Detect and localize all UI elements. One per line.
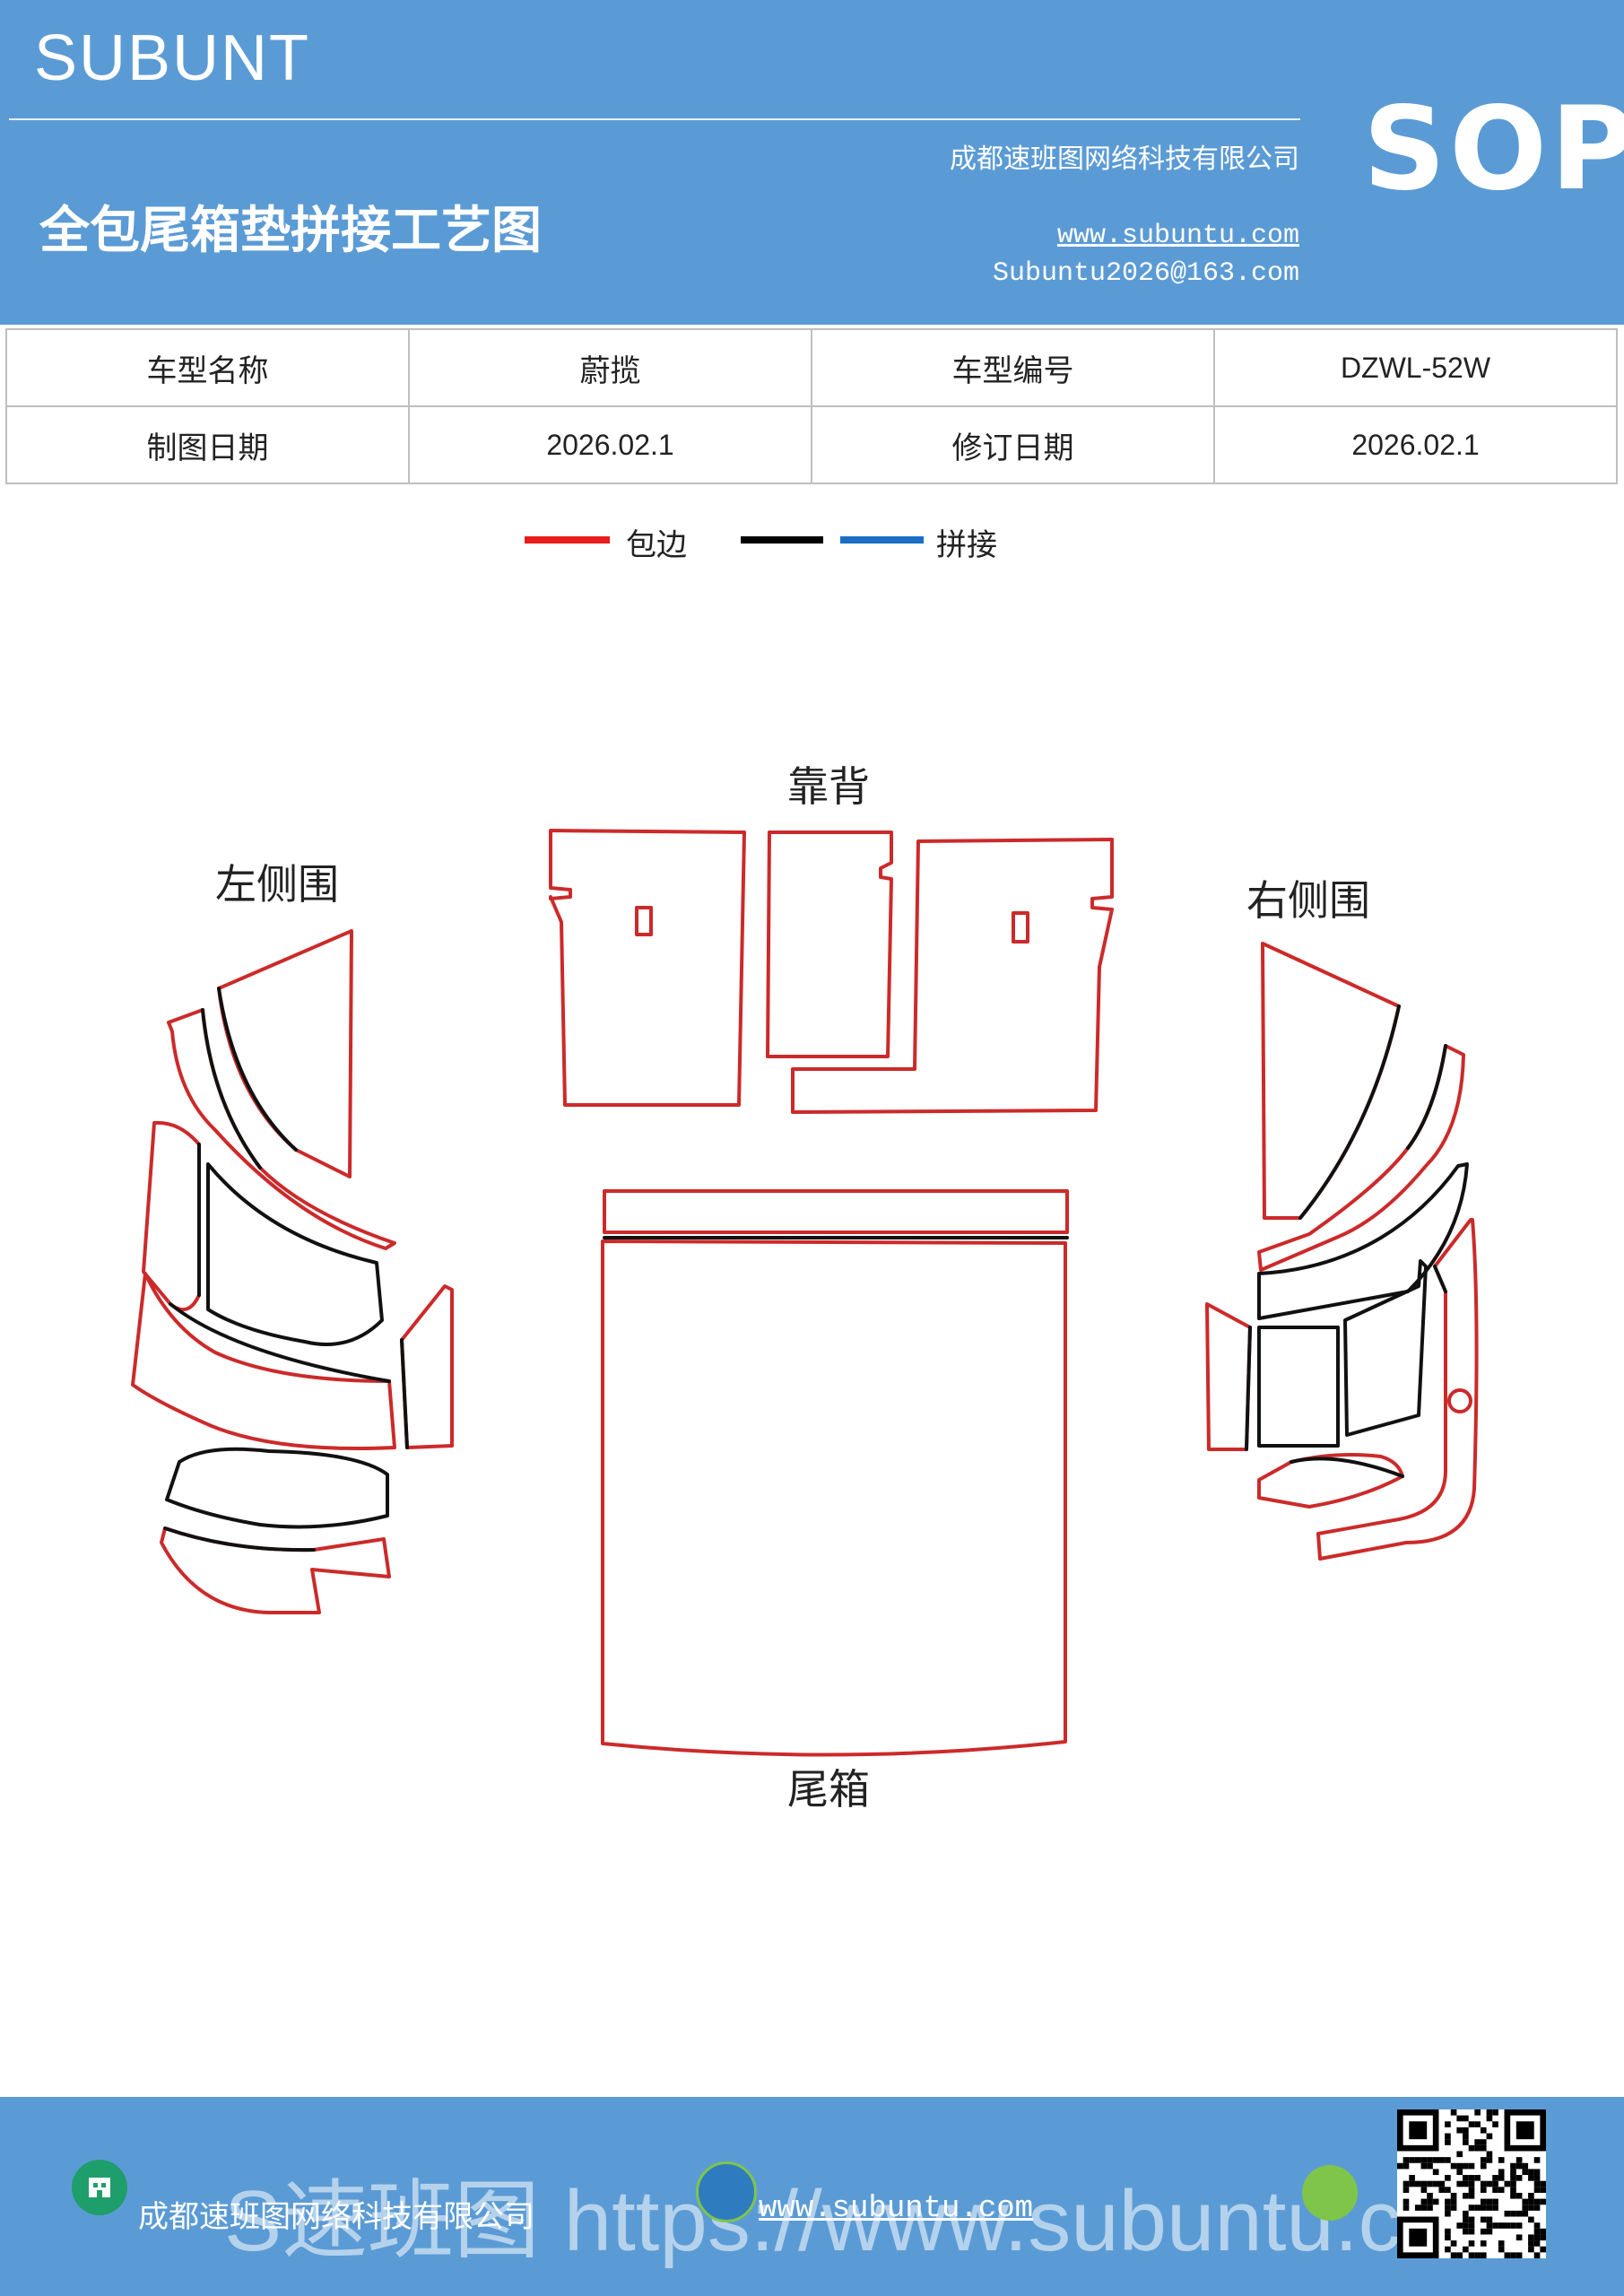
left-side-foot-panel bbox=[160, 1526, 391, 1614]
right-side-tall-panel bbox=[1257, 1044, 1465, 1272]
right-side-seam bbox=[1433, 1265, 1447, 1293]
right-side-center-panel bbox=[1257, 1326, 1340, 1448]
mat-layout-diagram: 靠背 左侧围 右侧围 尾箱 bbox=[131, 762, 1479, 1813]
left-side-seam bbox=[163, 1526, 316, 1552]
draw-date-label: 制图日期 bbox=[5, 405, 410, 484]
building-icon bbox=[72, 2160, 127, 2215]
right-side-hole bbox=[1447, 1388, 1472, 1413]
left-side-seam bbox=[217, 987, 298, 1152]
model-name-value: 蔚揽 bbox=[408, 328, 812, 407]
right-side-arch-panel bbox=[1257, 1162, 1469, 1320]
left-side-center-panel bbox=[206, 1162, 384, 1346]
backrest-right-slot bbox=[1012, 911, 1029, 944]
model-code-value: DZWL-52W bbox=[1213, 328, 1618, 407]
draw-date-value: 2026.02.1 bbox=[408, 405, 812, 484]
left-side-label: 左侧围 bbox=[215, 860, 339, 909]
left-side-seam bbox=[400, 1338, 409, 1449]
splice-legend-swatch bbox=[840, 536, 924, 544]
left-side-lower-panel bbox=[131, 1272, 396, 1450]
header-divider bbox=[9, 118, 1300, 120]
document-title: 全包尾箱垫拼接工艺图 bbox=[39, 202, 542, 260]
right-side-seam bbox=[1290, 1457, 1404, 1478]
wechat-icon bbox=[1302, 2165, 1358, 2221]
header-email: Subuntu2026@163.com bbox=[992, 258, 1299, 289]
qr-code bbox=[1397, 2109, 1546, 2258]
footer-company-name: 成都速班图网络科技有限公司 bbox=[138, 2199, 534, 2235]
model-name-label: 车型名称 bbox=[5, 328, 410, 407]
left-side-mid-panel bbox=[142, 1120, 201, 1312]
table-row: 制图日期 2026.02.1 修订日期 2026.02.1 bbox=[5, 405, 1618, 484]
left-side-narrow-panel bbox=[400, 1284, 454, 1449]
splice-legend-label: 拼接 bbox=[936, 527, 997, 563]
model-code-label: 车型编号 bbox=[811, 328, 1215, 407]
globe-icon bbox=[696, 2161, 757, 2222]
right-side-label: 右侧围 bbox=[1246, 876, 1370, 925]
legend: 包边 拼接 bbox=[0, 520, 1624, 574]
footer-website-link[interactable]: www.subuntu.com bbox=[759, 2192, 1034, 2226]
edge-legend-label: 包边 bbox=[626, 527, 687, 563]
right-side-seam bbox=[1298, 1004, 1401, 1220]
left-side-seam bbox=[201, 1008, 262, 1170]
backrest-left-slot bbox=[635, 906, 653, 936]
right-side-left-column bbox=[1205, 1302, 1252, 1451]
backrest-left-panel bbox=[549, 829, 746, 1107]
table-row: 车型名称 蔚揽 车型编号 DZWL-52W bbox=[5, 328, 1618, 407]
backrest-center-panel bbox=[766, 831, 893, 1058]
revise-date-label: 修订日期 bbox=[811, 405, 1215, 484]
right-side-right-column bbox=[1343, 1259, 1428, 1437]
header-banner: SUBUNT 全包尾箱垫拼接工艺图 成都速班图网络科技有限公司 www.subu… bbox=[0, 0, 1624, 325]
right-side-seam bbox=[1245, 1326, 1252, 1451]
trunk-label: 尾箱 bbox=[787, 1765, 870, 1813]
header-company-name: 成都速班图网络科技有限公司 bbox=[950, 144, 1299, 175]
edge-legend-swatch bbox=[525, 536, 610, 544]
sop-badge: SOP bbox=[1363, 83, 1624, 216]
black-legend-swatch bbox=[741, 536, 823, 544]
left-side-seam bbox=[169, 1302, 391, 1383]
trunk-top-strip bbox=[603, 1189, 1069, 1234]
left-side-tall-panel bbox=[167, 1008, 396, 1250]
footer-banner: S速班图 https://www.subuntu.com 成都速班图网络科技有限… bbox=[0, 2097, 1624, 2296]
revise-date-value: 2026.02.1 bbox=[1213, 405, 1618, 484]
right-side-outer-panel bbox=[1316, 1218, 1479, 1561]
backrest-label: 靠背 bbox=[787, 762, 870, 811]
vehicle-info-table: 车型名称 蔚揽 车型编号 DZWL-52W 制图日期 2026.02.1 修订日… bbox=[5, 328, 1618, 484]
left-side-bottom-panel bbox=[165, 1447, 389, 1529]
right-side-bottom-panel bbox=[1257, 1453, 1404, 1509]
backrest-right-panel bbox=[791, 838, 1114, 1114]
header-website-link[interactable]: www.subuntu.com bbox=[1056, 221, 1299, 251]
trunk-main-panel bbox=[601, 1239, 1067, 1757]
right-side-seam bbox=[1406, 1044, 1447, 1150]
brand-logo-text: SUBUNT bbox=[34, 22, 311, 94]
